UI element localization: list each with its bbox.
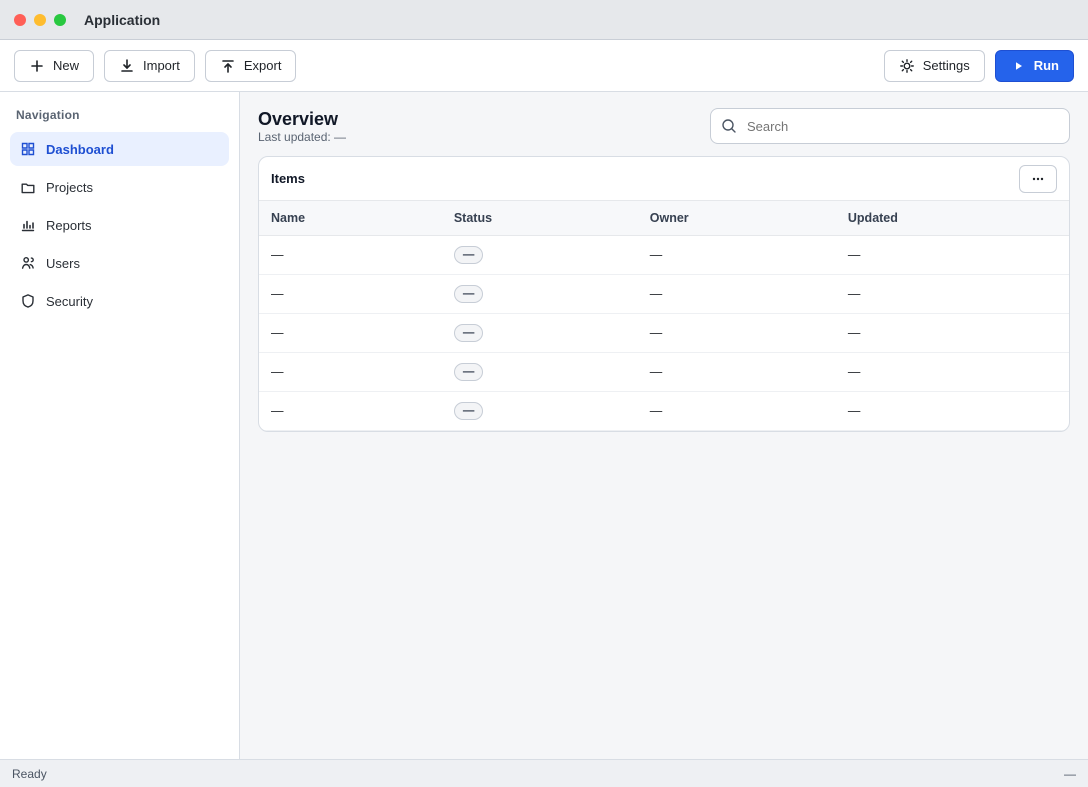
table-row[interactable]: — — — — [259,391,1069,431]
main-panel: Overview Last updated: — Items [240,92,1088,759]
sidebar-title: Navigation [16,108,80,122]
status-badge: — [453,246,484,264]
search-icon [721,118,737,134]
table-header: Name Status Owner Updated [259,201,1069,236]
sidebar-item-reports[interactable]: Reports [10,208,229,242]
download-icon [119,58,135,74]
settings-button-label: Settings [922,58,970,73]
cell-updated: — [835,235,1069,275]
column-status: Status [441,201,638,236]
sidebar: Navigation Dashboard [0,92,240,759]
column-name: Name [259,201,442,236]
column-owner: Owner [637,201,836,236]
primary-action-button[interactable]: Run [994,49,1074,82]
status-left: Ready [12,766,47,781]
cell-updated: — [835,391,1069,431]
items-table-wrapper: Name Status Owner Updated — — — [259,201,1069,431]
cell-updated: — [835,313,1069,353]
table-row[interactable]: — — — — [259,235,1069,275]
cell-status: — [441,274,638,314]
more-icon [1030,171,1046,187]
sidebar-nav: Dashboard Projects [10,132,229,318]
table-row[interactable]: — — — — [259,352,1069,392]
content: Navigation Dashboard [0,92,1088,759]
page-subtitle: Last updated: — [258,130,347,144]
cell-status: — [441,352,638,392]
sidebar-item-label: Reports [46,217,92,233]
minimize-window-button[interactable] [34,13,46,26]
cell-status: — [441,391,638,431]
maximize-window-button[interactable] [54,13,66,26]
cell-status: — [441,313,638,353]
cell-name: — [259,352,442,392]
table-header-row: Name Status Owner Updated [259,201,1069,236]
title-bar: Application [0,0,1088,40]
cell-name: — [259,313,442,353]
items-card: Items [258,156,1070,432]
more-options-button[interactable] [1019,164,1057,193]
cell-owner: — [637,313,836,353]
chart-icon [20,217,36,233]
window-title: Application [84,11,161,28]
cell-updated: — [835,274,1069,314]
window-controls [14,13,66,26]
close-window-button[interactable] [14,13,26,26]
cell-name: — [259,235,442,275]
items-card-title: Items [271,171,305,186]
search-box[interactable] [710,108,1070,144]
export-button[interactable]: Export [204,49,297,82]
cell-owner: — [637,391,836,431]
import-button[interactable]: Import [104,49,195,82]
items-table: Name Status Owner Updated — — — [259,201,1069,431]
items-card-header: Items [259,157,1069,201]
status-right: — [1064,766,1076,781]
new-button[interactable]: New [14,49,95,82]
cell-updated: — [835,352,1069,392]
sidebar-item-users[interactable]: Users [10,246,229,280]
upload-icon [220,58,236,74]
sidebar-item-label: Security [46,293,93,309]
export-button-label: Export [243,58,282,73]
main-header: Overview Last updated: — [258,108,1070,144]
sidebar-item-label: Projects [46,179,93,195]
cell-owner: — [637,235,836,275]
import-button-label: Import [143,58,180,73]
page-title: Overview [258,109,339,129]
primary-action-label: Run [1033,58,1059,73]
column-updated: Updated [835,201,1069,236]
status-bar: Ready — [0,759,1088,787]
grid-icon [20,141,36,157]
plus-icon [29,58,45,74]
sidebar-item-label: Dashboard [46,141,114,157]
table-body: — — — — — — — — [259,235,1069,431]
status-badge: — [453,324,484,342]
sidebar-item-security[interactable]: Security [10,284,229,318]
status-badge: — [453,285,484,303]
search-input[interactable] [745,117,1059,135]
cell-owner: — [637,352,836,392]
sidebar-item-dashboard[interactable]: Dashboard [10,132,229,166]
main-title-block: Overview Last updated: — [258,109,346,144]
play-icon [1010,58,1026,74]
status-badge: — [453,363,484,381]
table-row[interactable]: — — — — [259,313,1069,353]
cell-owner: — [637,274,836,314]
new-button-label: New [53,58,80,73]
shield-icon [20,293,36,309]
toolbar: New Import Export [0,40,1088,92]
users-icon [20,255,36,271]
folder-icon [20,179,36,195]
gear-icon [899,58,915,74]
sidebar-item-label: Users [46,255,80,271]
cell-name: — [259,391,442,431]
cell-status: — [441,235,638,275]
settings-button[interactable]: Settings [883,49,985,82]
table-row[interactable]: — — — — [259,274,1069,314]
status-badge: — [453,402,484,420]
cell-name: — [259,274,442,314]
sidebar-item-projects[interactable]: Projects [10,170,229,204]
